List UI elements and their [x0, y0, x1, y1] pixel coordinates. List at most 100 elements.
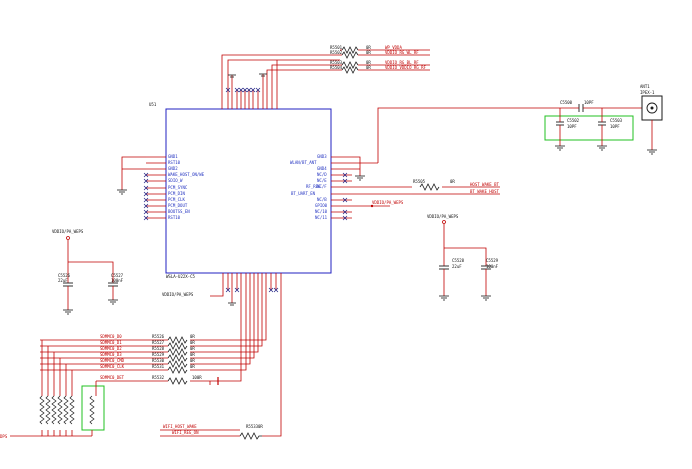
chip-pin-label: GND1 [168, 154, 178, 159]
part-value: 10PF [567, 124, 577, 129]
net-label: WP_VDDA [385, 45, 402, 50]
part-ref: C5502 [567, 118, 580, 123]
part-ref: R5532 [152, 375, 165, 380]
chip-pin-label: GND2 [168, 166, 178, 171]
chip-pin-label: NC/10 [315, 209, 328, 214]
part-value: 0R [258, 424, 263, 429]
chip-pin-label: SDIO_W [168, 178, 183, 183]
chip-right-pins: GND3 WLAN/BT_ANT GND4 NC/D NC/E NC/F RF_… [290, 154, 328, 220]
ground-symbol [555, 145, 607, 151]
chip-left-pins: GND1 RST10 GND2 WAKE_HOST_ON/WE SDIO_W P… [168, 154, 205, 220]
part-ref: R5533 [246, 424, 259, 429]
net-label: VDDIO_RG_BL_RF [385, 60, 419, 65]
shunt-wires [559, 108, 603, 146]
antenna-match-box [544, 115, 634, 141]
part-ref: R5504 [330, 65, 343, 70]
part-ref: R5527 [152, 340, 165, 345]
part-ref: R5502 [330, 50, 343, 55]
left-gnd-wire [121, 156, 146, 190]
net-label: HOST_WAKE_BT [470, 182, 499, 187]
chip-right-pin-stubs [331, 156, 412, 219]
sdio-resistors [167, 336, 188, 385]
part-ref: R5526 [152, 334, 165, 339]
part-value: 0R [190, 334, 195, 339]
part-value: 0R [190, 346, 195, 351]
bottom-pin-stubs [200, 273, 282, 437]
net-label: VDDIO/PA_WEPS [372, 200, 404, 205]
part-ref: R5531 [152, 364, 165, 369]
net-label: VDDIO/PA_WEPS [162, 292, 194, 297]
part-value: 0R [190, 358, 195, 363]
chip-pin-label: RST10 [168, 215, 181, 220]
part-ref: R5503 [330, 60, 343, 65]
chip-pin-label: NC/E [317, 178, 327, 183]
part-value: 0R [366, 45, 371, 50]
net-label: SDMMC0_D0 [100, 334, 122, 339]
antenna-ref: ANT1 [640, 84, 650, 89]
top-pin-stubs [221, 54, 340, 109]
part-ref: C5528 [452, 258, 465, 263]
part-value: 0R [190, 364, 195, 369]
part-value: 0R [366, 50, 371, 55]
chip-pin-label: RF_REG [306, 184, 321, 189]
net-label: WIFI_HOST_WAKE [163, 424, 197, 429]
part-value: 0R [450, 179, 455, 184]
part-value: 22uF [58, 278, 68, 283]
net-label: VDDIO_RG_WL_RF [385, 50, 419, 55]
pullup-resistors [39, 395, 75, 425]
chip-pin-label: PCM_DIN [168, 191, 185, 196]
chip-pin-label: NC/F [317, 184, 327, 189]
antenna-feed-wire [377, 107, 548, 163]
net-label: VDDIO/PA_WEPS [52, 229, 84, 234]
part-ref: C5503 [610, 118, 623, 123]
chip-pin-label: RST10 [168, 160, 181, 165]
part-ref: R5528 [152, 346, 165, 351]
part-ref: R5529 [152, 352, 165, 357]
det-highlight-box [81, 385, 105, 431]
ground-symbol [228, 73, 267, 78]
part-ref: R5530 [152, 358, 165, 363]
chip-pin-label: BT_UART_EN [291, 191, 316, 196]
left-nc-markers [143, 172, 149, 221]
chip-pin-label: GND4 [317, 166, 327, 171]
part-ref: C5526 [58, 273, 71, 278]
capacitor-icon [439, 265, 491, 270]
part-value: 10PF [610, 124, 620, 129]
part-value: 0R [190, 340, 195, 345]
net-label: WIFI_REG_ON [172, 430, 199, 435]
chip-pin-label: WAKE_HOST_ON/WE [168, 172, 205, 177]
chip-pin-label: WLAN/BT_ANT [290, 160, 317, 165]
right-gnd-wire [352, 156, 361, 176]
capacitor-icon [63, 282, 118, 287]
part-value: 0R [366, 65, 371, 70]
chip-pin-label: NC/B [317, 197, 327, 202]
part-ref: R5501 [330, 45, 343, 50]
part-value: 22uF [452, 264, 462, 269]
chip-pin-label: PCM_DOUT [168, 203, 188, 208]
ground-symbol [228, 302, 236, 306]
part-ref: C5529 [486, 258, 499, 263]
net-label: SDMMC0_DET [100, 375, 125, 380]
shunt-cap [556, 121, 606, 126]
part-value: 100nF [111, 278, 124, 283]
chip-ref: U51 [149, 102, 157, 107]
chip-pin-label: GPIO0 [315, 203, 328, 208]
chip-pin-label: NC/D [317, 172, 327, 177]
decoupling-wire [443, 224, 487, 266]
net-label: SDMMC0_CLK [100, 364, 125, 369]
chip-pin-label: GND3 [317, 154, 327, 159]
net-label: SDMMC0_D1 [100, 340, 122, 345]
chip-pin-label: BOOTSS_EN [168, 209, 190, 214]
net-label: SDMMC0_D3 [100, 352, 122, 357]
bottom-nc-markers [225, 287, 279, 293]
chip-pin-label: NC/11 [315, 215, 328, 220]
right-nc-markers [342, 172, 348, 221]
net-label: VDDIO_VDDIO_RG_RF [385, 65, 427, 70]
top-nc-markers [225, 87, 261, 93]
part-value: 10PF [584, 100, 594, 105]
net-label: SDMMC0_CMD [100, 358, 125, 363]
part-ref: R5505 [413, 179, 426, 184]
ground-symbol [647, 149, 657, 155]
decoupling-wire [67, 240, 114, 283]
